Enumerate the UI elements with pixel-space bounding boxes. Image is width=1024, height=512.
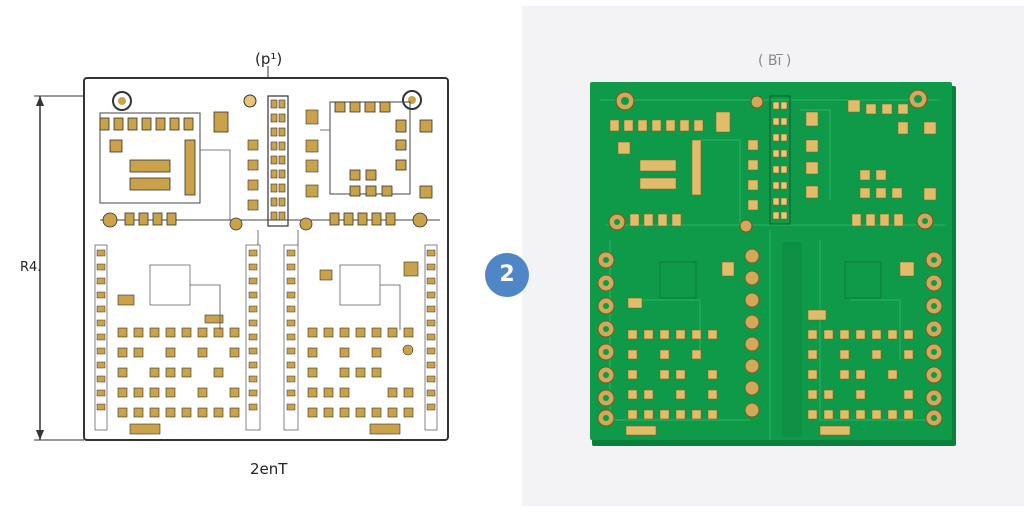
pcb-drawing — [34, 66, 449, 441]
photo-top-label: ( Bi̅ ) — [758, 53, 792, 69]
green-board — [590, 82, 952, 440]
pcb-photo — [590, 82, 956, 446]
drawing-bottom-label: 2enT — [250, 460, 288, 478]
drawing-side-label: R4. — [20, 260, 42, 275]
step-number-badge: 2 — [485, 253, 529, 297]
drawing-top-label: (p¹) — [255, 50, 283, 68]
board-outline — [83, 77, 449, 441]
